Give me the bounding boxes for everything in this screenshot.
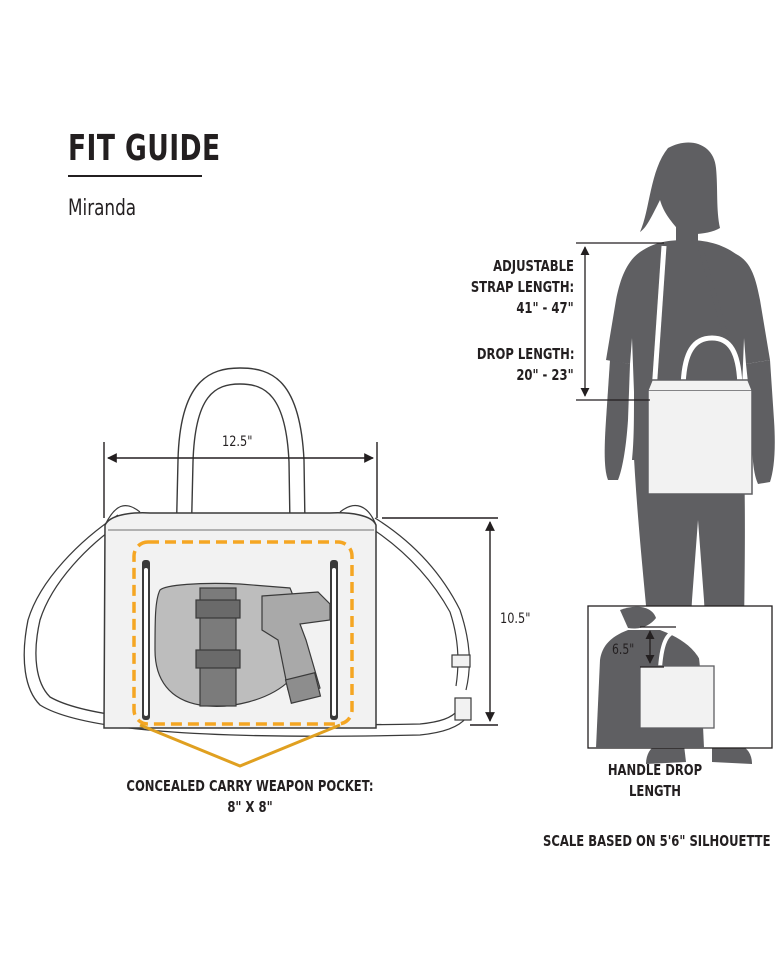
handbag-illustration [23, 367, 472, 737]
concealed-pocket-outline [132, 540, 354, 726]
strap-label-line1: ADJUSTABLE [493, 257, 574, 275]
bag-height-dimension [382, 517, 498, 726]
handle-drop-value: 6.5" [612, 642, 635, 658]
bag-width-dimension [103, 442, 378, 518]
silhouette-bag [647, 245, 753, 495]
page-title: FIT GUIDE [68, 128, 221, 169]
bag-height-label: 10.5" [500, 611, 531, 627]
strap-length-dimension [576, 242, 664, 401]
handle-drop-label-line1: HANDLE DROP [607, 761, 703, 779]
product-name: Miranda [68, 196, 137, 221]
handle-drop-silhouette [596, 606, 715, 748]
drop-length-value: 20" - 23" [516, 366, 574, 384]
bag-width-label: 12.5" [222, 434, 253, 450]
strap-length-value: 41" - 47" [516, 299, 574, 317]
handle-drop-label-line2: LENGTH [629, 782, 681, 800]
handle-drop-dimension [640, 626, 676, 668]
pocket-label-line2: 8" X 8" [227, 798, 273, 816]
drop-label: DROP LENGTH: [476, 345, 574, 363]
pocket-callout-pointer [139, 723, 341, 768]
scale-note: SCALE BASED ON 5'6" SILHOUETTE [542, 832, 770, 850]
title-underline [68, 175, 202, 177]
strap-label-line2: STRAP LENGTH: [470, 278, 574, 296]
pocket-label-line1: CONCEALED CARRY WEAPON POCKET: [126, 777, 374, 795]
